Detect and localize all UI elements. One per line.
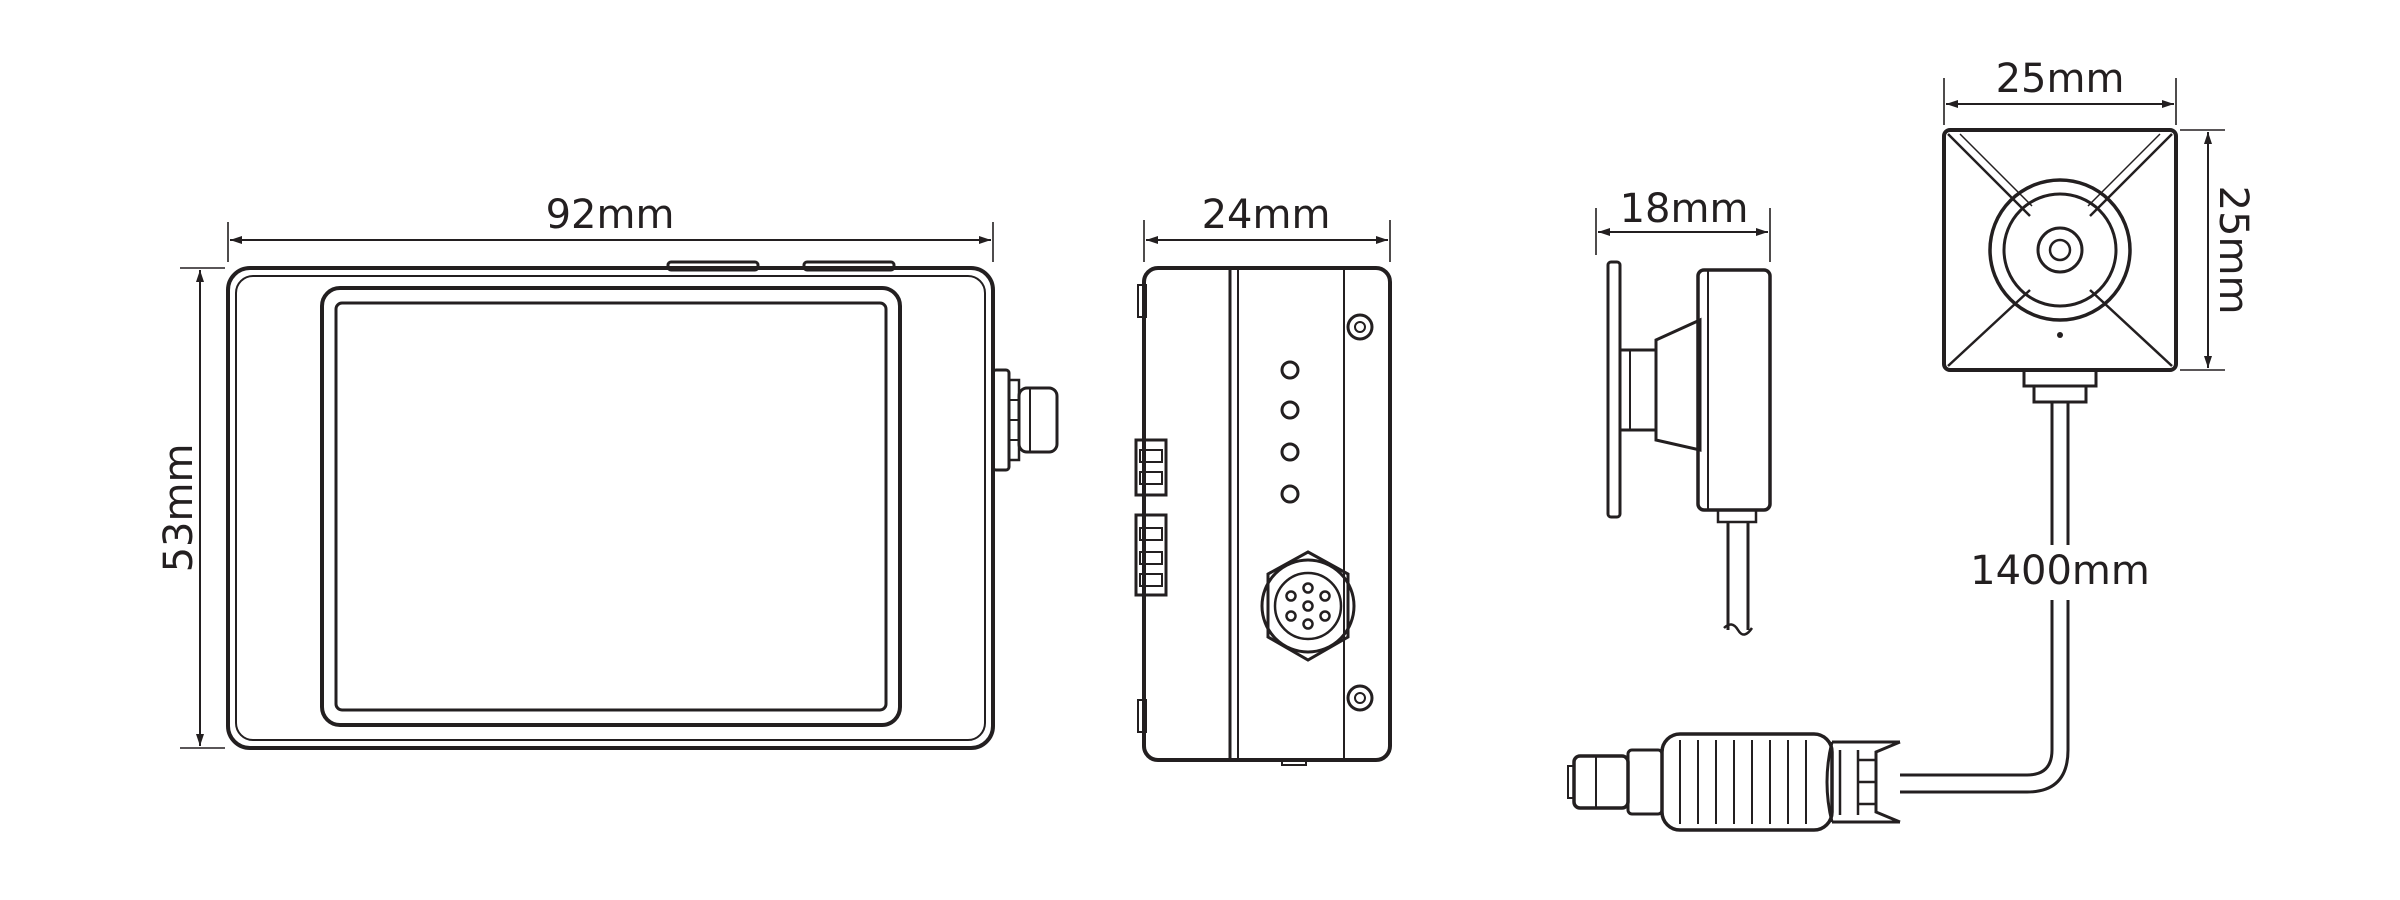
indicator-led bbox=[1280, 442, 1300, 462]
side-switches bbox=[1134, 438, 1168, 597]
monitor-front-view: 92mm 53mm bbox=[156, 192, 1059, 750]
monitor-screen-bezel bbox=[320, 286, 902, 727]
cable-connector bbox=[1567, 732, 1901, 832]
side-body bbox=[1142, 266, 1392, 762]
indicator-led bbox=[1280, 360, 1300, 380]
camera-lens-ring bbox=[1988, 178, 2132, 322]
camera-input-connector bbox=[1260, 550, 1356, 662]
camera-lens bbox=[2036, 226, 2084, 274]
camera-faceplate bbox=[1606, 260, 1622, 519]
camera-side-view: 18mm bbox=[1595, 186, 1772, 636]
screw bbox=[1346, 684, 1374, 712]
monitor-side-connector bbox=[991, 368, 1059, 472]
indicator-led bbox=[1280, 400, 1300, 420]
cable-length-label: 1400mm bbox=[1970, 548, 2150, 594]
camera-depth-label: 18mm bbox=[1620, 186, 1749, 232]
camera-width-label: 25mm bbox=[1996, 56, 2125, 102]
monitor-side-view: 24mm bbox=[1134, 192, 1392, 766]
monitor-height-label: 53mm bbox=[156, 444, 202, 573]
monitor-width-label: 92mm bbox=[546, 192, 675, 238]
camera-height-label: 25mm bbox=[2210, 186, 2256, 315]
indicator-led bbox=[1280, 484, 1300, 504]
monitor-body bbox=[226, 266, 995, 750]
monitor-screen bbox=[334, 301, 888, 712]
monitor-depth-label: 24mm bbox=[1202, 192, 1331, 238]
monitor-body-inner-edge bbox=[235, 275, 986, 741]
camera-front-view: 1400mm 25mm bbox=[1567, 56, 2256, 832]
screw bbox=[1346, 313, 1374, 341]
camera-cable bbox=[1900, 402, 2054, 777]
